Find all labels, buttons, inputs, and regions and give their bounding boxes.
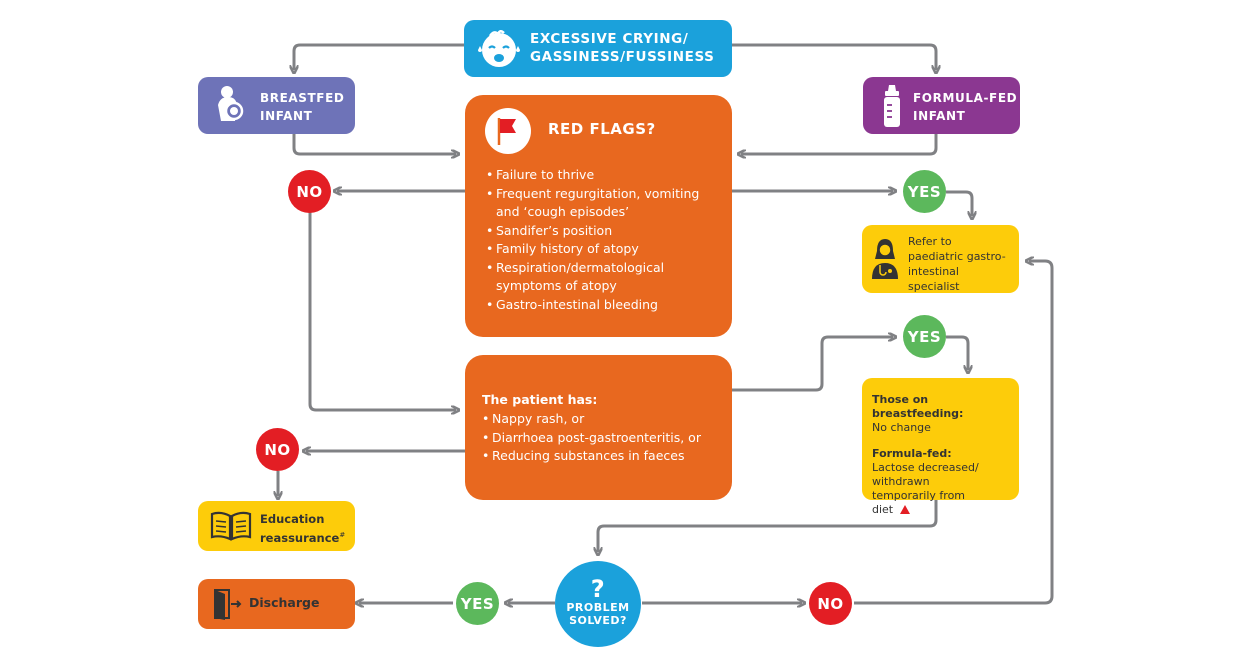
flag-icon — [485, 108, 531, 154]
formula-line2: INFANT — [913, 109, 966, 123]
excessive-crying-line2: GASSINESS/FUSSINESS — [530, 49, 715, 65]
breastfed-line1: BREASTFED — [260, 91, 345, 105]
warning-triangle-icon — [899, 505, 910, 514]
no-circle-problem: NO — [809, 582, 852, 625]
lactose-management-box: Those on breastfeeding: No change Formul… — [862, 378, 1019, 516]
problem-solved-node: ? PROBLEM SOLVED? — [555, 561, 641, 647]
education-reassurance-box: Education reassurance# — [198, 501, 355, 551]
no-circle-redflags: NO — [288, 170, 331, 213]
education-line2: reassurance# — [260, 527, 345, 546]
red-flag-item: Family history of atopy — [486, 240, 718, 259]
arrow-no-to-refer — [854, 261, 1054, 605]
formula-fed-infant-box: FORMULA-FED INFANT — [863, 77, 1020, 134]
arrow-formula-to-redflags — [741, 134, 938, 154]
refer-specialist-box: Refer to paediatric gastro-intestinal sp… — [862, 225, 1019, 293]
red-flags-box: RED FLAGS? Failure to thrive Frequent re… — [465, 95, 732, 337]
arrow-no-to-patient — [308, 212, 456, 410]
arrow-yes-to-refer — [946, 190, 972, 216]
red-flag-item: Failure to thrive — [486, 166, 718, 185]
red-flags-list: Failure to thrive Frequent regurgitation… — [486, 166, 718, 314]
arrow-top-to-breastfed — [294, 43, 465, 70]
patient-title: The patient has: — [482, 392, 598, 407]
crying-baby-icon — [478, 30, 520, 67]
formula-line1: FORMULA-FED — [913, 91, 1018, 105]
breastfeeding-icon — [218, 86, 244, 121]
arrow-yes-to-lactose — [946, 335, 968, 370]
discharge-text: Discharge — [249, 595, 320, 610]
patient-has-box: The patient has: Nappy rash, or Diarrhoe… — [465, 355, 732, 500]
breastfeeding-label: Those on breastfeeding: — [872, 393, 964, 420]
formula-fed-text-value: Lactose decreased/ withdrawn temporarily… — [872, 461, 979, 516]
yes-circle-problem: YES — [456, 582, 499, 625]
arrow-lactose-to-problem — [598, 500, 938, 552]
refer-text: Refer to paediatric gastro-intestinal sp… — [908, 235, 1006, 293]
excessive-crying-line1: EXCESSIVE CRYING/ — [530, 31, 689, 47]
red-flags-title: RED FLAGS? — [548, 120, 656, 138]
no-circle-patient: NO — [256, 428, 299, 471]
book-icon — [210, 511, 252, 541]
breastfed-infant-box: BREASTFED INFANT — [198, 77, 355, 134]
problem-question-mark: ? — [590, 575, 606, 603]
arrow-patient-to-yes — [732, 337, 893, 392]
red-flag-item: Gastro-intestinal bleeding — [486, 296, 718, 315]
patient-list: Nappy rash, or Diarrhoea post-gastroente… — [482, 410, 722, 466]
breastfeeding-text: No change — [872, 421, 931, 434]
red-flag-item: Frequent regurgitation, vomiting and ‘co… — [486, 185, 718, 222]
red-flag-item: Sandifer’s position — [486, 222, 718, 241]
exit-door-icon — [214, 589, 242, 620]
discharge-box: Discharge — [198, 579, 355, 629]
arrow-breastfed-to-redflags — [292, 134, 456, 154]
yes-circle-patient: YES — [903, 315, 946, 358]
red-flag-item: Respiration/dermatological symptoms of a… — [486, 259, 718, 296]
education-footnote-mark: # — [339, 531, 346, 539]
yes-circle-redflags: YES — [903, 170, 946, 213]
problem-line2: SOLVED? — [569, 614, 627, 627]
patient-item: Nappy rash, or — [482, 410, 722, 429]
patient-item: Diarrhoea post-gastroenteritis, or — [482, 429, 722, 448]
doctor-icon — [872, 239, 898, 279]
education-line1: Education — [260, 512, 325, 526]
problem-line1: PROBLEM — [566, 601, 630, 614]
excessive-crying-box: EXCESSIVE CRYING/ GASSINESS/FUSSINESS — [464, 20, 732, 77]
arrow-top-to-formula — [732, 43, 936, 70]
baby-bottle-icon — [884, 85, 900, 127]
education-line2-text: reassurance — [260, 530, 340, 545]
breastfed-line2: INFANT — [260, 109, 313, 123]
formula-fed-text: Lactose decreased/ withdrawn temporarily… — [872, 461, 988, 517]
formula-fed-label: Formula-fed: — [872, 447, 952, 460]
patient-item: Reducing substances in faeces — [482, 447, 722, 466]
